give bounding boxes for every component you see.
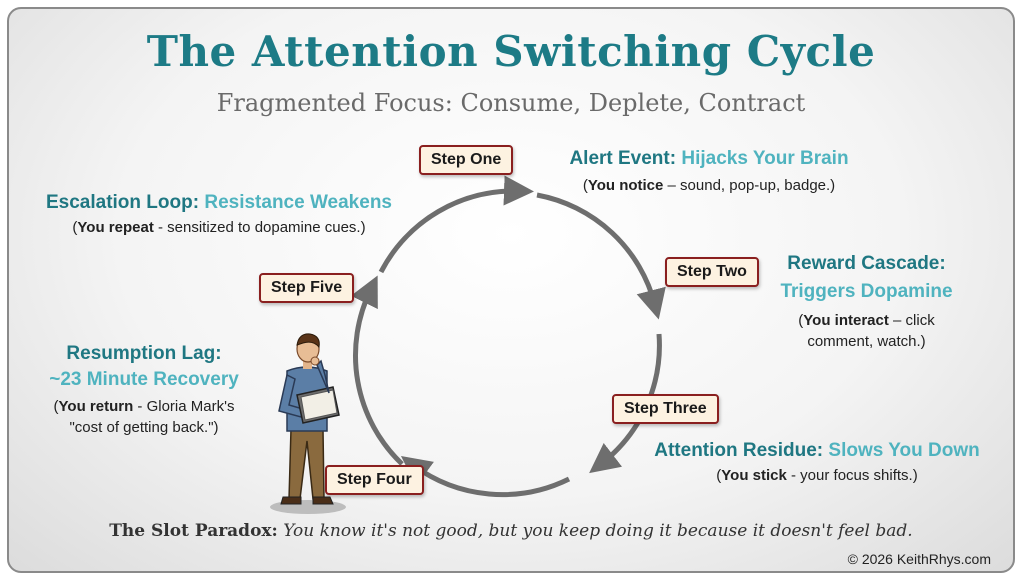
step-five-heading: Escalation Loop: <box>45 192 200 213</box>
arrow-step3-to-step4 <box>400 456 571 498</box>
step-three-description: - your focus shifts.) <box>786 467 918 484</box>
step-three-action: You stick <box>721 467 787 484</box>
step-one-action: You notice <box>587 177 664 194</box>
arrow-step1-to-step2 <box>536 192 666 320</box>
step-one-text: Alert Event: Hijacks Your Brain (You not… <box>569 148 849 194</box>
page-subtitle: Fragmented Focus: Consume, Deplete, Cont… <box>216 89 806 117</box>
arrow-step5-to-step1 <box>378 175 534 274</box>
step-five-description: - sensitized to dopamine cues.) <box>153 219 366 236</box>
man-reading-illustration <box>270 333 346 514</box>
step-two-label: Step Two <box>665 257 759 287</box>
step-five-subheading: Resistance Weakens <box>204 192 392 213</box>
step-four-action: You return <box>58 398 134 415</box>
step-two-subheading: Triggers Dopamine <box>780 281 953 302</box>
slot-paradox-label: The Slot Paradox: <box>109 521 278 541</box>
step-one-heading: Alert Event: <box>569 148 677 169</box>
infographic-card: The Attention Switching Cycle Fragmented… <box>7 7 1015 573</box>
step-two-heading: Reward Cascade: <box>787 253 946 274</box>
step-four-subheading: ~23 Minute Recovery <box>49 369 239 390</box>
step-four-label: Step Four <box>325 465 424 495</box>
page-title: The Attention Switching Cycle <box>146 27 876 76</box>
step-one-label: Step One <box>419 145 514 175</box>
arrow-step4-to-step5 <box>350 275 404 466</box>
step-two-description: – click comment, watch.) <box>807 312 935 350</box>
step-two-text: Reward Cascade: Triggers Dopamine (You i… <box>764 252 969 352</box>
step-one-subheading: Hijacks Your Brain <box>681 148 849 169</box>
step-two-action: You interact <box>803 312 889 329</box>
cycle-arrows <box>350 175 666 498</box>
step-one-description: – sound, pop-up, badge.) <box>663 177 836 194</box>
step-three-heading: Attention Residue: <box>654 440 824 461</box>
slot-paradox-text: You know it's not good, but you keep doi… <box>283 521 913 541</box>
copyright-notice: © 2026 KeithRhys.com <box>847 551 991 567</box>
step-five-label: Step Five <box>259 273 355 303</box>
step-three-subheading: Slows You Down <box>828 440 980 461</box>
step-four-heading: Resumption Lag: <box>66 343 222 364</box>
slot-paradox: The Slot Paradox: You know it's not good… <box>9 521 1013 541</box>
step-three-label: Step Three <box>612 394 719 424</box>
step-three-text: Attention Residue: Slows You Down (You s… <box>654 440 980 484</box>
step-five-action: You repeat <box>77 219 154 236</box>
step-five-text: Escalation Loop: Resistance Weakens (You… <box>45 192 392 236</box>
step-four-description: - Gloria Mark's "cost of getting back.") <box>69 398 235 436</box>
step-four-text: Resumption Lag: ~23 Minute Recovery (You… <box>39 342 249 438</box>
